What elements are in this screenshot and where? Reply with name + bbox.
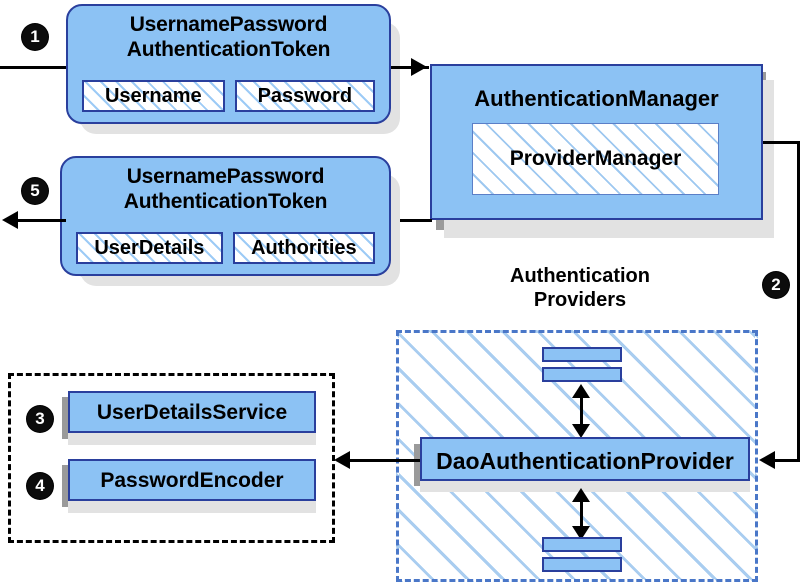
- dao-authentication-provider-box[interactable]: DaoAuthenticationProvider: [420, 437, 750, 481]
- step-marker-2: 2: [763, 272, 789, 298]
- userdetailsservice-label: UserDetailsService: [96, 401, 288, 424]
- provider-to-services-arrowhead: [334, 451, 350, 469]
- manager-down-line: [797, 141, 800, 461]
- authentication-manager-title: AuthenticationManager: [474, 86, 719, 111]
- step-marker-5: 5: [22, 178, 48, 204]
- provider-link-top-arrow-down: [572, 424, 590, 438]
- response-token-title: UsernamePassword AuthenticationToken: [123, 165, 328, 213]
- step-marker-4: 4: [27, 473, 53, 499]
- provider-link-bottom-arrow-down: [572, 526, 590, 540]
- outbound-response-line: [18, 219, 66, 222]
- response-token-slots: UserDetails Authorities: [76, 232, 375, 264]
- step-marker-1: 1: [22, 24, 48, 50]
- slot-userdetails: UserDetails: [76, 232, 223, 264]
- response-authentication-token-card[interactable]: UsernamePassword AuthenticationToken Use…: [60, 156, 391, 276]
- manager-right-stub: [763, 141, 800, 144]
- manager-into-provider-arrowhead: [759, 451, 775, 469]
- dao-authentication-provider-label: DaoAuthenticationProvider: [436, 448, 734, 474]
- slot-authorities: Authorities: [232, 232, 375, 264]
- inbound-request-line: [0, 66, 78, 69]
- outbound-response-arrowhead: [2, 211, 18, 229]
- providers-section-title: Authentication Providers: [510, 265, 650, 311]
- passwordencoder-label: PasswordEncoder: [100, 469, 284, 492]
- provider-manager-label: ProviderManager: [509, 147, 682, 170]
- provider-link-top-arrow-up: [572, 384, 590, 398]
- userdetailsservice-box[interactable]: UserDetailsService: [68, 391, 316, 433]
- token-to-manager-arrowhead: [411, 58, 427, 76]
- other-provider-bar-1[interactable]: [542, 347, 622, 362]
- provider-to-services-line: [350, 459, 420, 462]
- provider-manager-panel[interactable]: ProviderManager: [472, 123, 719, 195]
- other-provider-bar-3[interactable]: [542, 537, 622, 552]
- token-to-manager-line: [391, 66, 429, 69]
- slot-username: Username: [82, 80, 225, 112]
- step-marker-3: 3: [27, 406, 53, 432]
- provider-link-bottom-arrow-up: [572, 488, 590, 502]
- manager-to-response-line: [391, 219, 432, 222]
- request-token-title: UsernamePassword AuthenticationToken: [126, 13, 331, 61]
- provider-link-top-line: [580, 390, 583, 430]
- request-authentication-token-card[interactable]: UsernamePassword AuthenticationToken Use…: [66, 4, 391, 124]
- other-provider-bar-4[interactable]: [542, 557, 622, 572]
- slot-password: Password: [234, 80, 376, 112]
- manager-into-provider-line: [775, 459, 800, 462]
- provider-link-bottom-line: [580, 494, 583, 532]
- other-provider-bar-2[interactable]: [542, 367, 622, 382]
- request-token-slots: Username Password: [82, 80, 376, 112]
- passwordencoder-box[interactable]: PasswordEncoder: [68, 459, 316, 501]
